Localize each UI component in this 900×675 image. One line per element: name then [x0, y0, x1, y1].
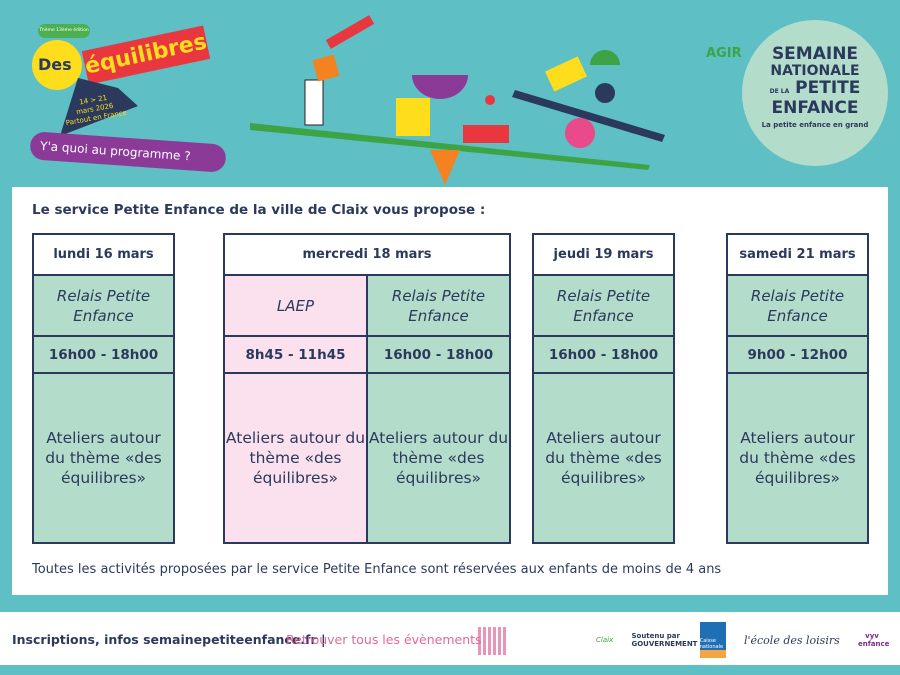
agir-logo: AGIR [706, 46, 742, 61]
title-banner: équilibres [81, 25, 211, 85]
day-header: samedi 21 mars [728, 235, 867, 276]
session-hours: 16h00 - 18h00 [34, 337, 173, 374]
day-header: lundi 16 mars [34, 235, 173, 276]
qr-code-icon [478, 627, 506, 655]
session: LAEP 8h45 - 11h45 Ateliers autour du thè… [225, 276, 366, 542]
semaine-badge: SEMAINE NATIONALE DE LA PETITE ENFANCE L… [742, 20, 888, 166]
session: Relais Petite Enfance 16h00 - 18h00 Atel… [366, 276, 509, 542]
session-hours: 8h45 - 11h45 [225, 337, 366, 374]
balance-illustration [250, 15, 665, 185]
claix-logo: Claix [596, 636, 614, 644]
badge-line: ENFANCE [771, 98, 859, 118]
session-desc: Ateliers autour du thème «des équilibres… [545, 429, 662, 487]
intro-text: Le service Petite Enfance de la ville de… [32, 202, 486, 218]
session: Relais Petite Enfance 16h00 - 18h00 Atel… [34, 276, 173, 542]
session-hours: 16h00 - 18h00 [368, 337, 509, 374]
day-column-jeudi: jeudi 19 mars Relais Petite Enfance 16h0… [532, 233, 675, 544]
badge-subtitle: La petite enfance en grand [761, 121, 869, 129]
session-desc: Ateliers autour du thème «des équilibres… [45, 429, 162, 487]
session-desc: Ateliers autour du thème «des équilibres… [368, 429, 509, 487]
session-title: Relais Petite Enfance [34, 276, 173, 337]
footer [0, 612, 900, 665]
triangle-shape [60, 78, 138, 136]
session: Relais Petite Enfance 9h00 - 12h00 Ateli… [728, 276, 867, 542]
session-desc: Ateliers autour du thème «des équilibres… [225, 429, 366, 487]
tagline-pill[interactable]: Y'a quoi au programme ? [29, 131, 227, 173]
age-note: Toutes les activités proposées par le se… [32, 562, 722, 577]
edition-badge: Thème 13ème édition [38, 24, 90, 38]
ecole-des-loisirs-logo: l'école des loisirs [743, 633, 840, 647]
vyv-logo: vyv enfance [858, 632, 890, 648]
session-hours: 16h00 - 18h00 [534, 337, 673, 374]
session-title: Relais Petite Enfance [368, 276, 509, 337]
badge-line: DE LA [769, 88, 790, 95]
day-column-samedi: samedi 21 mars Relais Petite Enfance 9h0… [726, 233, 869, 544]
session-desc: Ateliers autour du thème «des équilibres… [739, 429, 856, 487]
caf-logo: Caisse nationale [699, 622, 726, 658]
session-title: Relais Petite Enfance [534, 276, 673, 337]
events-link[interactable]: Retrouver tous les évènements [286, 632, 482, 647]
footer-info: Inscriptions, infos semainepetiteenfance… [12, 632, 326, 647]
session-title: Relais Petite Enfance [728, 276, 867, 337]
badge-line: SEMAINE [771, 44, 859, 64]
title-circle: Des [32, 40, 82, 90]
session: Relais Petite Enfance 16h00 - 18h00 Atel… [534, 276, 673, 542]
session-hours: 9h00 - 12h00 [728, 337, 867, 374]
day-header: mercredi 18 mars [225, 235, 509, 276]
gouvernement-logo: Soutenu par GOUVERNEMENT [631, 632, 698, 648]
day-header: jeudi 19 mars [534, 235, 673, 276]
day-column-lundi: lundi 16 mars Relais Petite Enfance 16h0… [32, 233, 175, 544]
partner-logos: Claix Soutenu par GOUVERNEMENT Caisse na… [596, 620, 890, 660]
day-column-mercredi: mercredi 18 mars LAEP 8h45 - 11h45 Ateli… [223, 233, 511, 544]
badge-line: PETITE [795, 78, 861, 98]
badge-line: NATIONALE [770, 63, 860, 79]
session-title: LAEP [225, 276, 366, 337]
